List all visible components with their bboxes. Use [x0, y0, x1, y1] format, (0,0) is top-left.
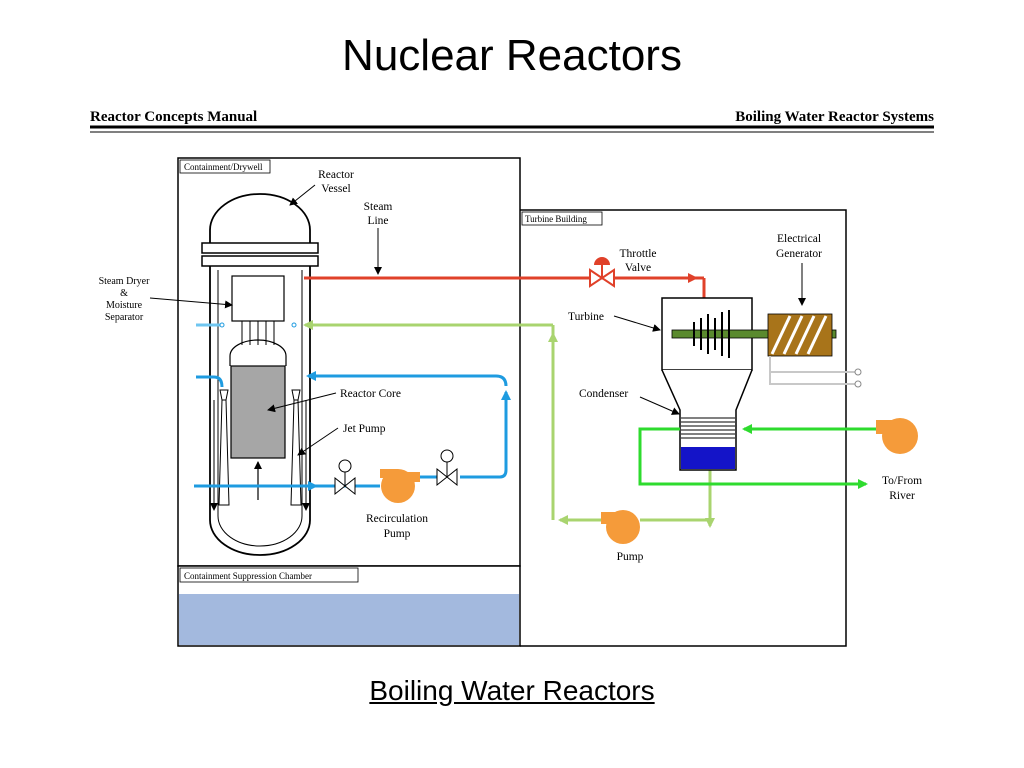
recirculation-loop: [210, 371, 511, 488]
callout-arrows: [149, 184, 806, 456]
page-title: Nuclear Reactors: [342, 31, 682, 80]
recirc-pump-label-1: Recirculation: [366, 513, 428, 525]
turbine-label: Turbine: [568, 311, 604, 323]
drywell-label-box: [179, 159, 271, 174]
core-shroud-head: [229, 339, 287, 366]
steam-dryer-label-4: Separator: [105, 312, 144, 323]
header-left: Reactor Concepts Manual: [90, 109, 257, 125]
feedwater-nozzles: [194, 375, 224, 488]
page-subtitle: Boiling Water Reactors: [369, 675, 655, 706]
recirc-valve-1-icon: [334, 459, 356, 496]
turbine-blades: [693, 310, 730, 358]
river-label-1: To/From: [882, 475, 922, 487]
jet-pump-label: Jet Pump: [343, 423, 386, 435]
header-right: Boiling Water Reactor Systems: [735, 109, 934, 125]
jet-pump-left: [218, 389, 230, 506]
throttle-valve-label-2: Valve: [625, 262, 651, 274]
reactor-vessel-label-1: Reactor: [318, 169, 354, 181]
generator-icon: [767, 313, 862, 388]
cooling-water-loop: [638, 424, 876, 489]
steam-line-label-1: Steam: [364, 201, 393, 213]
pump-label: Pump: [617, 551, 644, 563]
steam-dryer-label-1: Steam Dryer: [99, 276, 150, 287]
steam-dryer-label-3: Moisture: [106, 300, 143, 311]
sparger-nozzle-left: [219, 322, 225, 328]
recirc-valve-2-icon: [436, 449, 458, 487]
steam-line-label-2: Line: [367, 215, 388, 227]
generator-label-1: Electrical: [777, 233, 821, 245]
sparger-nozzle-right: [291, 322, 297, 328]
generator-label-2: Generator: [776, 248, 822, 260]
turbine-building-label-box: [521, 211, 603, 226]
suppression-pool: [179, 594, 519, 645]
circulating-water-pump-icon: [876, 418, 918, 454]
throttle-valve-label-1: Throttle: [619, 248, 656, 260]
drywell-label: Containment/Drywell: [184, 162, 263, 172]
jet-pump-right: [290, 389, 302, 506]
turbine-building-label: Turbine Building: [525, 214, 587, 224]
suppression-label-box: [179, 567, 359, 583]
condenser-label: Condenser: [579, 388, 628, 400]
reactor-vessel: [201, 193, 319, 556]
reactor-core: [230, 365, 286, 459]
reactor-vessel-label-2: Vessel: [321, 183, 350, 195]
recirculation-pump-icon: [380, 469, 420, 503]
recirc-pump-label-2: Pump: [384, 528, 411, 540]
throttle-valve-icon: [589, 257, 615, 288]
steam-dryer: [231, 275, 285, 322]
feedwater-pump-icon: [601, 510, 640, 544]
reactor-core-label: Reactor Core: [340, 388, 401, 400]
turbine-shaft: [671, 329, 837, 339]
steam-dryer-label-2: &: [120, 288, 128, 299]
river-label-2: River: [889, 490, 915, 502]
suppression-label: Containment Suppression Chamber: [184, 571, 312, 581]
